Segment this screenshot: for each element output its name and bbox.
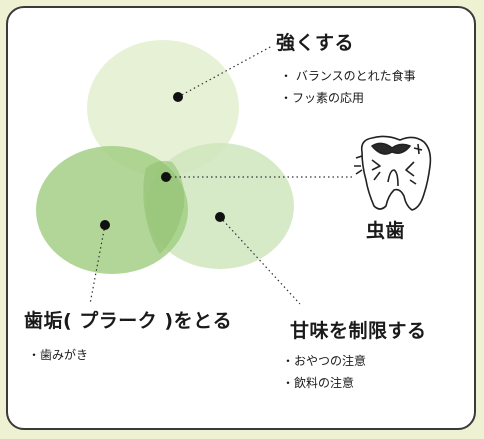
list-item: ・おやつの注意 [282, 354, 367, 368]
strengthen-list: ・ バランスのとれた食事 ・フッ素の応用 [280, 65, 416, 109]
dot-left [100, 220, 110, 230]
list-item: ・フッ素の応用 [280, 91, 365, 105]
dot-center [161, 172, 171, 182]
strengthen-title: 強くする [276, 32, 355, 54]
sugar-title: 甘味を制限する [290, 320, 427, 342]
list-item: ・ バランスのとれた食事 [280, 69, 416, 83]
dot-right [215, 212, 225, 222]
dot-top [173, 92, 183, 102]
plaque-list: ・歯みがき [28, 344, 88, 366]
cavity-title: 虫歯 [366, 220, 406, 242]
connector-sugar [219, 216, 301, 305]
list-item: ・歯みがき [28, 348, 89, 362]
list-item: ・飲料の注意 [282, 376, 355, 390]
sugar-list: ・おやつの注意 ・飲料の注意 [282, 350, 366, 394]
cartoon-tooth-face-icon [354, 135, 432, 211]
top-circle [87, 40, 239, 176]
right-circle [146, 143, 294, 269]
center-overlap [143, 160, 185, 254]
plaque-title: 歯垢( プラーク )をとる [24, 310, 233, 332]
